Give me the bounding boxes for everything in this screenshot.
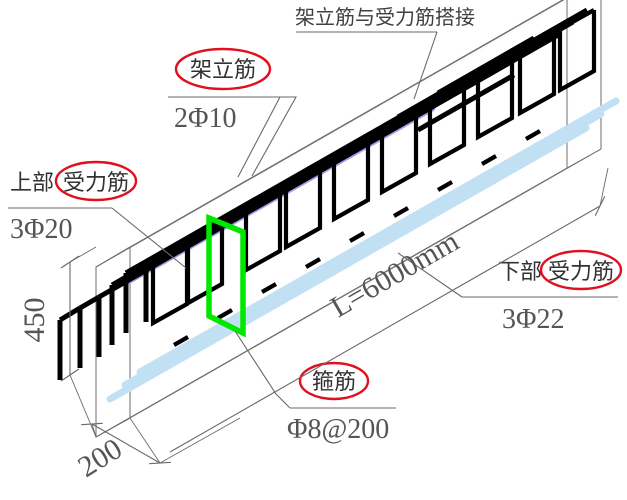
annotation-bottom-main-bar[interactable]: 下部 受力筋 3Φ22 [397, 249, 623, 335]
dim-length-line [169, 205, 601, 453]
annotation-circle-stirrup [298, 361, 370, 401]
bottom-rebar-front [106, 124, 590, 403]
top-rebar-front [97, 31, 562, 300]
stirrup [427, 82, 467, 168]
annotation-top-main-bar[interactable]: 上部 受力筋 3Φ20 [8, 160, 187, 269]
dim-450-value: 450 [18, 298, 51, 343]
annotation-circle-erection [174, 47, 272, 91]
highlighted-stirrup[interactable] [206, 213, 246, 338]
stirrup-spec: Φ8@200 [287, 414, 389, 445]
erection-leader-2 [237, 96, 281, 178]
annotation-lap-splice[interactable]: 架立筋与受力筋搭接 [295, 5, 475, 100]
stirrup-group [150, 8, 597, 327]
dim-200-line [91, 423, 161, 464]
stirrup [243, 190, 283, 274]
annotation-circle-top-main [54, 160, 138, 202]
bottom-tie-marks [172, 129, 542, 347]
annotation-erection-bar[interactable]: 架立筋 2Φ10 [168, 47, 297, 178]
stirrup [475, 55, 515, 141]
left-end-rebar-hooks [57, 259, 149, 380]
stirrup [557, 8, 597, 94]
erection-leader [251, 96, 297, 177]
stirrup [379, 110, 419, 196]
bottom-main-prefix: 下部 [498, 260, 542, 285]
stirrup [185, 221, 225, 307]
stirrup [331, 137, 371, 223]
erection-bar-spec: 2Φ10 [174, 103, 236, 134]
rebar-cage-black [57, 7, 597, 380]
stirrup-leader [234, 330, 291, 409]
erection-bar-label: 架立筋 [190, 58, 256, 83]
stirrup [283, 165, 323, 251]
lap-splice-leader [413, 31, 438, 100]
stirrup [517, 31, 557, 117]
lap-splice-label: 架立筋与受力筋搭接 [295, 5, 475, 29]
annotation-stirrup[interactable]: 箍筋 Φ8@200 [234, 330, 396, 445]
bottom-main-rebar-group [106, 97, 620, 403]
annotation-circle-bottom-main [539, 249, 623, 291]
dimension-beam-height: 450 [18, 246, 97, 438]
top-main-label: 受力筋 [63, 171, 129, 196]
bottom-main-spec: 3Φ22 [502, 304, 564, 335]
bottom-main-leader [397, 252, 463, 298]
bottom-main-label: 受力筋 [548, 260, 614, 285]
stirrup-label: 箍筋 [312, 370, 356, 395]
top-main-spec: 3Φ20 [10, 214, 72, 245]
top-main-prefix: 上部 [10, 171, 54, 196]
bottom-rebar-rear [136, 97, 620, 376]
bottom-rebar-middle [121, 110, 605, 389]
top-main-leader [111, 207, 187, 269]
